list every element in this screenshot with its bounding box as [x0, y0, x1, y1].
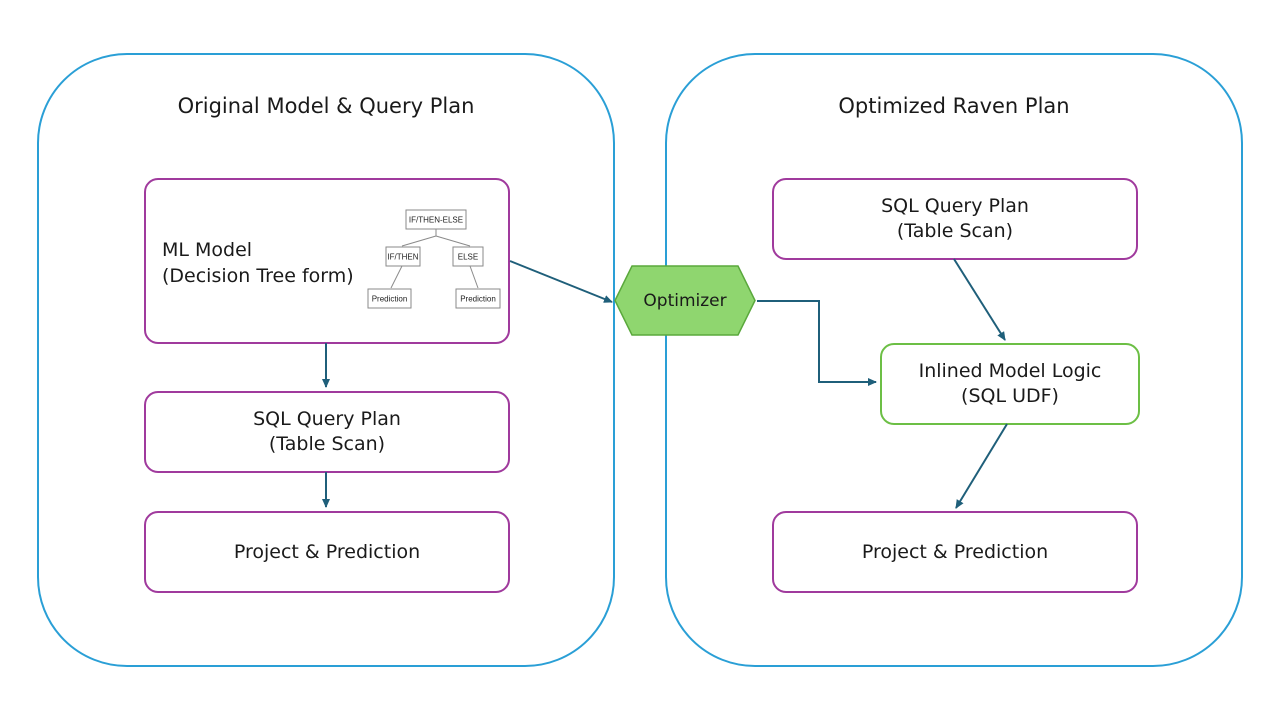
optimized-project-label: Project & Prediction — [861, 540, 1049, 563]
inlined-model-logic-sublabel: (SQL UDF) — [961, 385, 1059, 407]
arrow-sql-to-inlined — [953, 258, 1006, 341]
tree-root-node — [405, 209, 467, 230]
original-project-box: Project & Prediction — [144, 511, 510, 593]
tree-root-label: IF/THEN-ELSE — [409, 216, 463, 225]
ml-model-text: ML Model (Decision Tree form) — [162, 237, 354, 289]
tree-right-leaf-label: Prediction — [460, 295, 496, 304]
original-sql-plan-box: SQL Query Plan (Table Scan) — [144, 391, 510, 473]
ml-model-sublabel: (Decision Tree form) — [162, 265, 354, 287]
original-sql-plan-sublabel: (Table Scan) — [268, 433, 386, 455]
ml-model-label: ML Model — [162, 239, 253, 261]
original-sql-plan-label: SQL Query Plan — [253, 408, 401, 430]
optimizer-label: Optimizer — [643, 290, 727, 311]
tree-left-label: IF/THEN — [387, 253, 418, 262]
original-plan-title: Original Model & Query Plan — [177, 94, 475, 118]
inlined-model-logic-label: Inlined Model Logic — [918, 360, 1102, 382]
tree-left-leaf-label: Prediction — [372, 295, 408, 304]
tree-right-leaf — [455, 288, 501, 309]
arrow-inlined-to-project — [955, 423, 1008, 509]
arrow-optimizer-to-inlined — [757, 300, 877, 386]
optimized-sql-plan-sublabel: (Table Scan) — [896, 220, 1014, 242]
optimized-sql-plan-box: SQL Query Plan (Table Scan) — [772, 178, 1138, 260]
optimized-plan-title: Optimized Raven Plan — [838, 94, 1070, 118]
arrow-ml-to-optimizer — [509, 260, 613, 303]
decision-tree-illustration: IF/THEN-ELSE IF/THEN ELSE Prediction Pre… — [367, 209, 501, 309]
tree-right-label: ELSE — [458, 253, 478, 262]
optimized-plan-panel: Optimized Raven Plan SQL Query Plan (Tab… — [665, 53, 1243, 667]
optimized-sql-plan-label: SQL Query Plan — [881, 195, 1029, 217]
tree-left-leaf — [367, 288, 412, 309]
original-project-label: Project & Prediction — [233, 540, 421, 563]
optimized-project-box: Project & Prediction — [772, 511, 1138, 593]
tree-right-node — [452, 246, 484, 267]
original-plan-panel: Original Model & Query Plan ML Model (De… — [37, 53, 615, 667]
tree-left-node — [385, 246, 421, 267]
optimizer-node: Optimizer — [614, 265, 756, 336]
optimizer-hexagon — [614, 265, 756, 336]
inlined-model-logic-box: Inlined Model Logic (SQL UDF) — [880, 343, 1140, 425]
